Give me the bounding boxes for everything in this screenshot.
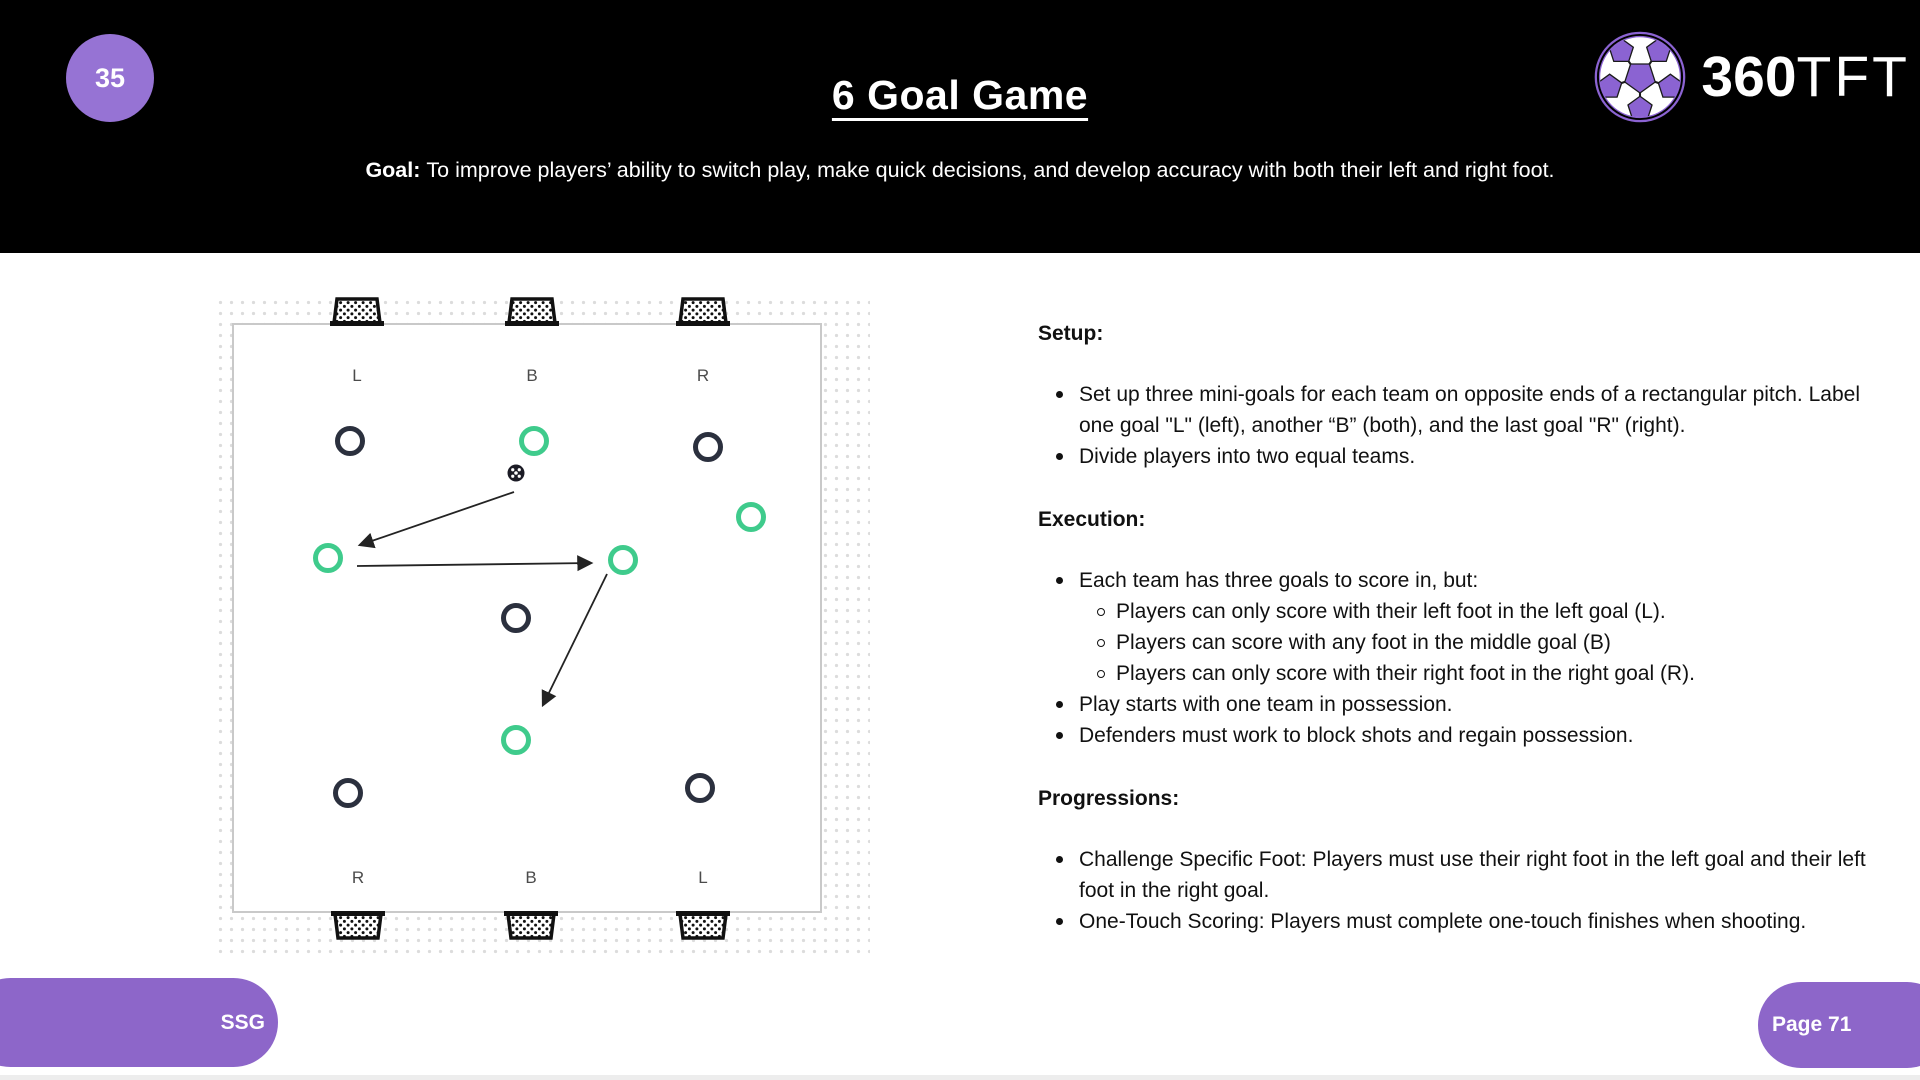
goal-label-top: L [352,366,361,385]
instruction-section: Progressions: Challenge Specific Foot: Pl… [1038,783,1883,937]
section-list: Each team has three goals to score in, b… [1038,565,1883,751]
list-item: Play starts with one team in possession. [1038,689,1883,720]
section-list: Set up three mini-goals for each team on… [1038,379,1883,472]
list-item-text: Players can score with any foot in the m… [1116,631,1611,654]
ball-dot [511,474,515,478]
footer-divider [0,1075,1920,1080]
section-list: Challenge Specific Foot: Players must us… [1038,844,1883,937]
pass-arrow [541,573,608,708]
brand-logo-text: 360TFT [1701,48,1910,106]
list-item-text: One-Touch Scoring: Players must complete… [1079,910,1807,933]
soccer-ball-logo-icon [1595,31,1686,123]
list-item-text: Set up three mini-goals for each team on… [1079,383,1860,437]
player-marker-dark [333,778,363,808]
sub-bullet-icon [1097,639,1105,647]
bullet-icon [1056,732,1063,739]
pitch-diagram: L B R R B L [215,297,870,955]
mini-goal-top [507,297,557,325]
category-pill: SSG [0,978,278,1067]
list-item: Each team has three goals to score in, b… [1038,565,1883,596]
player-marker-dark [685,773,715,803]
list-item-text: Divide players into two equal teams. [1079,445,1416,468]
mini-goal-bottom [333,912,383,940]
list-item-text: Players can only score with their right … [1116,662,1695,685]
player-marker-green [736,502,766,532]
player-marker-dark [501,603,531,633]
instructions-column: Setup: Set up three mini-goals for each t… [1038,318,1883,969]
bullet-icon [1056,856,1063,863]
mini-goal-top [678,297,728,325]
page-title: 6 Goal Game [831,72,1089,118]
mini-goal-bottom [678,912,728,940]
logo-text-360: 360 [1701,44,1797,109]
list-item: Players can only score with their right … [1038,658,1883,689]
player-marker-green [519,426,549,456]
goal-label-bottom: L [698,868,707,887]
goal-label-top: B [526,366,537,385]
sub-bullet-icon [1097,670,1105,678]
brand-logo: 360TFT [1593,30,1910,124]
player-marker-green [501,725,531,755]
list-item-text: Defenders must work to block shots and r… [1079,724,1634,747]
player-marker-green [608,545,638,575]
bullet-icon [1056,453,1063,460]
ball-dot [514,471,518,475]
mini-goal-top [332,297,382,325]
section-heading: Setup: [1038,322,1104,345]
bullet-icon [1056,391,1063,398]
instruction-section: Setup: Set up three mini-goals for each t… [1038,318,1883,472]
pass-arrow [356,555,594,572]
section-heading: Execution: [1038,508,1146,531]
drill-number-badge: 35 [66,34,154,122]
ball-dot [517,468,521,472]
list-item: Players can only score with their left f… [1038,596,1883,627]
bullet-icon [1056,701,1063,708]
list-item: Challenge Specific Foot: Players must us… [1038,844,1883,906]
instruction-section: Execution: Each team has three goals to s… [1038,504,1883,751]
list-item: One-Touch Scoring: Players must complete… [1038,906,1883,937]
goal-description: Goal:To improve players’ ability to swit… [0,158,1920,183]
list-item: Divide players into two equal teams. [1038,441,1883,472]
goal-label-top: R [697,366,709,385]
bullet-icon [1056,577,1063,584]
logo-text-tft: TFT [1796,44,1910,109]
list-item: Players can score with any foot in the m… [1038,627,1883,658]
goal-label-bottom: B [525,868,536,887]
pass-arrow [357,491,515,549]
goal-label-bottom: R [352,868,364,887]
section-heading: Progressions: [1038,787,1180,810]
pitch-diagram-layer: L B R R B L [313,297,766,940]
page-header: 35 6 Goal Game Goal:To improve players’ … [0,0,1920,253]
list-item-text: Challenge Specific Foot: Players must us… [1079,848,1866,902]
list-item-text: Players can only score with their left f… [1116,600,1666,623]
page-number-pill: Page 71 [1758,982,1920,1068]
list-item: Set up three mini-goals for each team on… [1038,379,1883,441]
player-marker-dark [693,432,723,462]
ball-dot [511,468,515,472]
player-marker-green [313,543,343,573]
ball-dot [517,474,521,478]
sub-bullet-icon [1097,608,1105,616]
bullet-icon [1056,918,1063,925]
mini-goal-bottom [506,912,556,940]
list-item: Defenders must work to block shots and r… [1038,720,1883,751]
player-marker-dark [335,426,365,456]
goal-text: To improve players’ ability to switch pl… [426,158,1555,182]
list-item-text: Play starts with one team in possession. [1079,693,1453,716]
goal-label: Goal: [365,158,421,182]
list-item-text: Each team has three goals to score in, b… [1079,569,1479,592]
